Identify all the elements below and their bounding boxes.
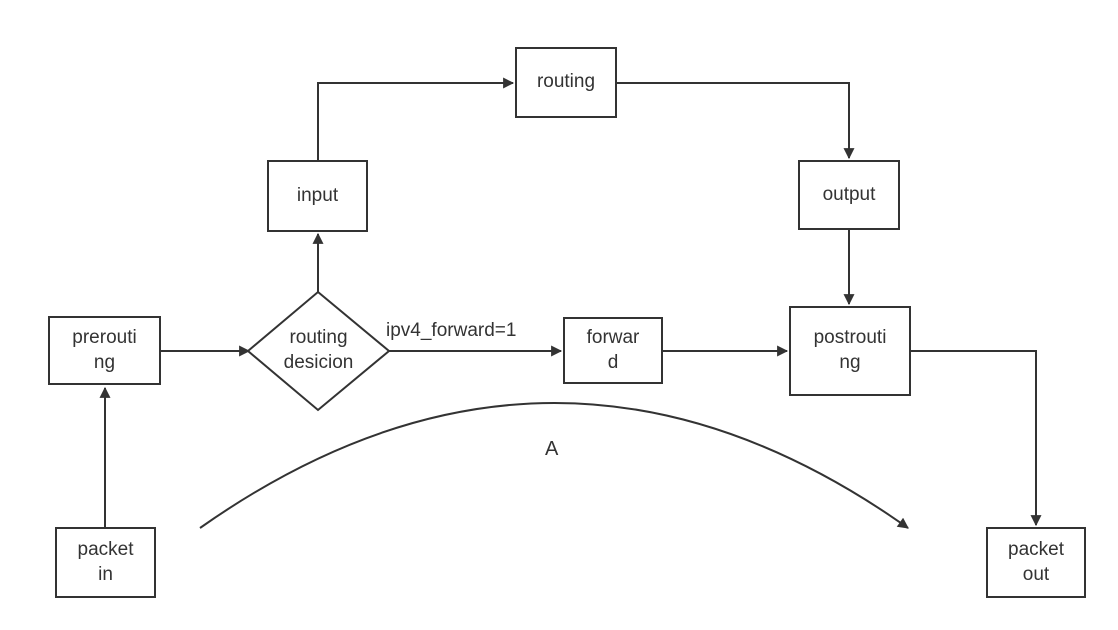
node-packet-out: packet out bbox=[986, 527, 1086, 598]
label-ipv4-forward: ipv4_forward=1 bbox=[386, 320, 517, 341]
node-packet-in: packet in bbox=[55, 527, 156, 598]
edge-curve-a bbox=[199, 402, 909, 529]
node-routing-decision-label: routing desicion bbox=[283, 327, 354, 373]
node-routing: routing bbox=[515, 47, 617, 118]
node-prerouting: prerouti ng bbox=[48, 316, 161, 385]
routing-decision-diamond bbox=[246, 290, 391, 412]
node-output: output bbox=[798, 160, 900, 230]
node-postrouting: postrouti ng bbox=[789, 306, 911, 396]
edge-input-routing bbox=[317, 77, 515, 160]
edge-routing-output bbox=[617, 82, 855, 160]
node-forward: forwar d bbox=[563, 317, 663, 384]
node-input: input bbox=[267, 160, 368, 232]
edge-postrouting-packetout bbox=[911, 350, 1042, 527]
label-curve-a: A bbox=[545, 438, 559, 460]
